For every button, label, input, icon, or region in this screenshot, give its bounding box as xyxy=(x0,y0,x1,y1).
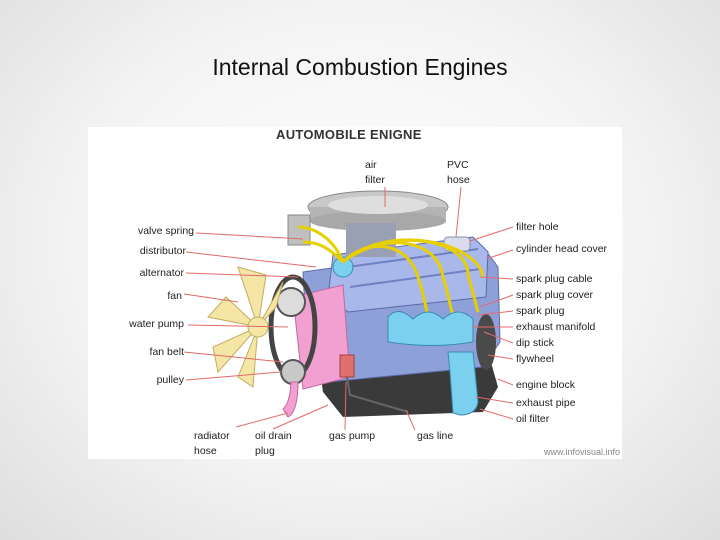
label-cylinder-head-cover: cylinder head cover xyxy=(516,243,608,255)
label-valve-spring: valve spring xyxy=(137,225,194,237)
flywheel-shape xyxy=(476,314,496,370)
label-pvc-hose-line2: hose xyxy=(447,174,470,186)
label-oil-drain-plug-line1: oil drain xyxy=(255,430,292,442)
label-engine-block: engine block xyxy=(516,379,575,391)
label-pulley: pulley xyxy=(156,374,184,386)
label-oil-drain-plug-line2: plug xyxy=(255,445,275,457)
spark-plug-cables xyxy=(297,225,485,318)
label-water-pump: water pump xyxy=(129,318,184,330)
label-spark-plug-cover: spark plug cover xyxy=(516,289,594,301)
label-radiator-hose-line2: hose xyxy=(194,445,217,457)
label-filter-hole: filter hole xyxy=(516,221,559,233)
engine-diagram: AUTOMOBILE ENIGNE air filter PVC hose va… xyxy=(88,127,622,459)
radiator-hose-shape xyxy=(282,381,299,418)
exhaust-manifold-shape xyxy=(387,311,474,346)
label-pvc-hose-line1: PVC xyxy=(447,159,469,171)
watermark-text: www.infovisual.info xyxy=(543,447,620,457)
label-gas-pump: gas pump xyxy=(329,430,376,442)
label-air-filter-line2: filter xyxy=(365,174,385,186)
label-fan: fan xyxy=(167,290,182,302)
label-radiator-hose-line1: radiator xyxy=(194,430,230,442)
label-gas-line: gas line xyxy=(417,430,454,442)
label-spark-plug: spark plug xyxy=(516,305,565,317)
label-exhaust-pipe: exhaust pipe xyxy=(516,397,576,409)
label-distributor: distributor xyxy=(139,245,186,257)
pulley-shape xyxy=(280,359,306,385)
label-fan-belt: fan belt xyxy=(149,346,184,358)
label-spark-plug-cable: spark plug cable xyxy=(516,273,593,285)
label-oil-filter: oil filter xyxy=(516,413,550,425)
label-exhaust-manifold: exhaust manifold xyxy=(516,321,596,333)
label-air-filter-line1: air xyxy=(365,159,377,171)
label-alternator: alternator xyxy=(139,267,184,279)
label-dip-stick: dip stick xyxy=(516,337,554,349)
fan-shape xyxy=(207,266,284,388)
slide-title: Internal Combustion Engines xyxy=(212,54,508,80)
exhaust-pipe-shape xyxy=(447,351,479,416)
diagram-heading: AUTOMOBILE ENIGNE xyxy=(276,127,422,142)
engine-illustration xyxy=(183,186,514,431)
label-flywheel: flywheel xyxy=(516,353,554,365)
gas-pump-shape xyxy=(339,354,355,378)
